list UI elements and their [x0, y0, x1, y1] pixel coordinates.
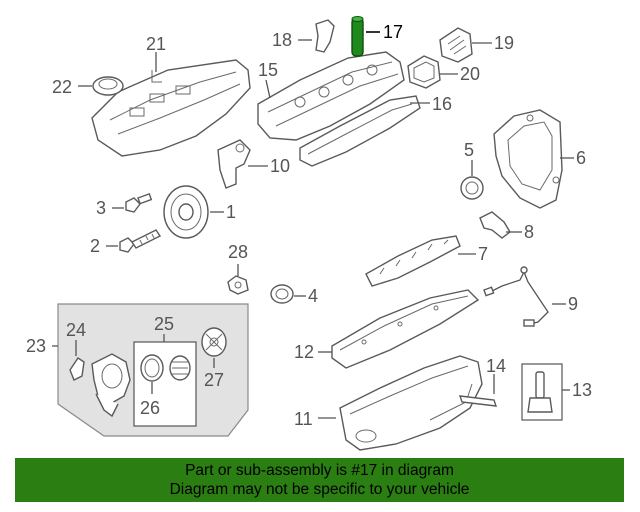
group-25-box: [133, 341, 197, 427]
callout-9: 9: [568, 294, 578, 314]
part-1-pulley[interactable]: [163, 185, 209, 239]
callout-12: 12: [294, 342, 314, 362]
callout-2: 2: [90, 236, 100, 256]
part-6-rear-cover[interactable]: [493, 109, 563, 209]
part-22-oil-cap[interactable]: [92, 76, 124, 96]
callout-20: 20: [460, 64, 480, 84]
part-5-seal[interactable]: [460, 176, 484, 200]
callout-13: 13: [572, 380, 592, 400]
callout-14: 14: [486, 356, 506, 376]
callout-11: 11: [294, 409, 313, 429]
part-3-bolt[interactable]: [125, 192, 153, 213]
callout-8: 8: [524, 222, 534, 242]
callout-27: 27: [204, 370, 224, 390]
callout-19: 19: [494, 33, 514, 53]
part-9-sensor-wire[interactable]: [483, 266, 549, 327]
part-24-gasket[interactable]: [69, 357, 85, 381]
callout-16: 16: [432, 94, 452, 114]
callout-10: 10: [270, 156, 290, 176]
callout-6: 6: [576, 148, 586, 168]
part-19-cover-plate[interactable]: [439, 27, 473, 63]
part-21-coil-cover[interactable]: [91, 59, 251, 157]
part-18-bracket[interactable]: [315, 19, 335, 53]
part-16-cover-gasket[interactable]: [299, 95, 421, 167]
callout-18: 18: [272, 30, 292, 50]
footer-banner: Part or sub-assembly is #17 in diagram D…: [15, 458, 624, 502]
part-2-bolt[interactable]: [119, 229, 162, 253]
callout-26: 26: [140, 398, 160, 418]
callout-25: 25: [154, 314, 174, 334]
callout-7: 7: [478, 244, 488, 264]
part-12-pan-gasket[interactable]: [331, 289, 480, 369]
callout-28: 28: [228, 242, 248, 262]
oil-filter-housing[interactable]: [91, 353, 131, 418]
callout-15: 15: [258, 60, 278, 80]
callout-24: 24: [66, 320, 86, 340]
callout-21: 21: [146, 34, 166, 54]
parts-diagram: 21 22 15 16 17 18 19: [26, 16, 592, 451]
part-27-filter-cap[interactable]: [201, 327, 227, 357]
part-8-sensor[interactable]: [479, 211, 511, 239]
footer-line-1: Part or sub-assembly is #17 in diagram: [185, 462, 454, 479]
callout-17: 17: [383, 22, 403, 42]
part-4-seal[interactable]: [270, 284, 294, 304]
callout-23: 23: [26, 336, 46, 356]
part-15-valve-cover[interactable]: [257, 51, 405, 141]
callout-22: 22: [52, 77, 72, 97]
part-7-baffle[interactable]: [365, 235, 461, 287]
part-11-oil-pan[interactable]: [339, 355, 483, 451]
part-14-tube[interactable]: [458, 395, 498, 407]
part-17-spark-plug-tube[interactable]: [351, 16, 364, 57]
part-28-sensor[interactable]: [227, 275, 249, 295]
part-10-sensor[interactable]: [217, 139, 251, 189]
callout-5: 5: [464, 140, 474, 160]
part-26-o-ring[interactable]: [140, 354, 164, 382]
oil-filter-element[interactable]: [169, 355, 191, 381]
part-20-gasket[interactable]: [407, 55, 441, 89]
callout-4: 4: [308, 286, 318, 306]
callout-1: 1: [226, 202, 236, 222]
part-13-level-sensor[interactable]: [527, 371, 553, 413]
callout-3: 3: [96, 198, 106, 218]
footer-line-2: Diagram may not be specific to your vehi…: [169, 481, 470, 498]
